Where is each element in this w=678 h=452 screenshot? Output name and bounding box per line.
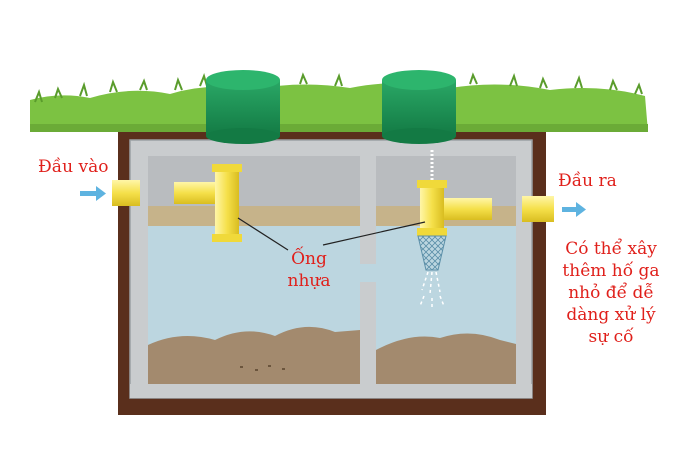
outlet-label: Đầu ra	[558, 171, 617, 191]
plastic-pipe-label-line-2: nhựa	[287, 271, 331, 291]
grass-blades	[34, 72, 643, 103]
divider-wall-top	[360, 156, 376, 264]
inlet-label: Đầu vào	[38, 157, 109, 177]
sludge-dots	[240, 365, 285, 371]
note-line: Có thể xây	[565, 239, 657, 259]
grass-layer	[30, 83, 648, 132]
inlet-arrow-icon	[80, 186, 106, 201]
divider-wall-bottom	[360, 282, 376, 384]
sludge-left	[148, 326, 360, 384]
sludge-right	[376, 333, 516, 384]
inlet-pipe	[112, 164, 242, 242]
lid-left	[206, 70, 280, 144]
outlet-pipe	[417, 180, 554, 236]
maintenance-note: Có thể xây thêm hố ga nhỏ để dễ dàng xử …	[550, 238, 672, 348]
outlet-arrow-icon	[562, 202, 586, 217]
leader-line-right	[322, 221, 426, 246]
note-line: dàng xử lý	[566, 305, 656, 325]
note-line: thêm hố ga	[562, 261, 660, 281]
plastic-pipe-label: Ống nhựa	[277, 248, 341, 292]
filter-mesh	[417, 235, 447, 271]
lid-right	[382, 70, 456, 144]
scum-layer-left	[148, 206, 360, 226]
plastic-pipe-label-line-1: Ống	[291, 249, 327, 269]
tank-bottom-slab	[130, 384, 532, 398]
grass-bottom-edge	[30, 124, 648, 132]
leader-line-left	[237, 217, 289, 251]
note-line: sự cố	[588, 327, 634, 347]
divider-opening	[360, 264, 376, 282]
note-line: nhỏ để dễ	[568, 283, 654, 303]
